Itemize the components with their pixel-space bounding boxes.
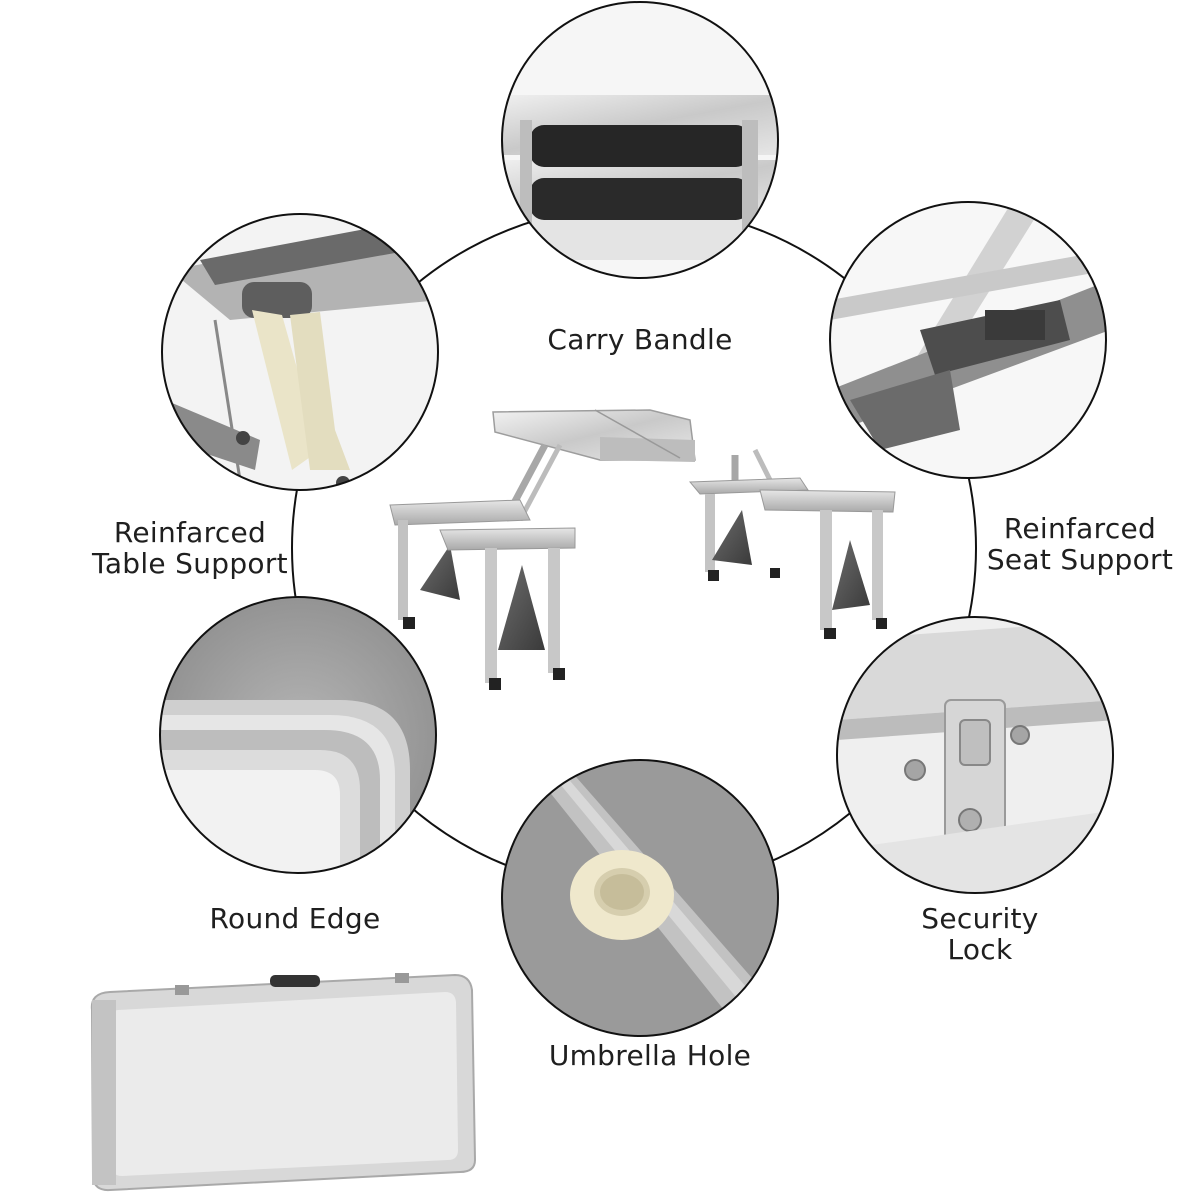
umbrella-hole-closeup — [501, 759, 779, 1037]
table-support-closeup — [161, 213, 439, 491]
security-lock-closeup — [836, 616, 1114, 894]
carry-handle-label: Carry Bandle — [547, 323, 733, 356]
seat-support-label: Reinfarced Seat Support — [986, 512, 1174, 576]
round-edge-closeup — [159, 596, 437, 874]
umbrella-hole-label: Umbrella Hole — [548, 1039, 752, 1072]
picnic-table-photo — [389, 409, 896, 690]
folded-case-photo — [90, 973, 477, 1192]
round-edge-label: Round Edge — [209, 902, 381, 935]
security-lock-label: Security Lock — [921, 902, 1039, 966]
table-support-label: Reinfarced Table Support — [92, 516, 288, 580]
seat-support-closeup — [829, 201, 1107, 479]
carry-handle-closeup — [501, 1, 779, 279]
